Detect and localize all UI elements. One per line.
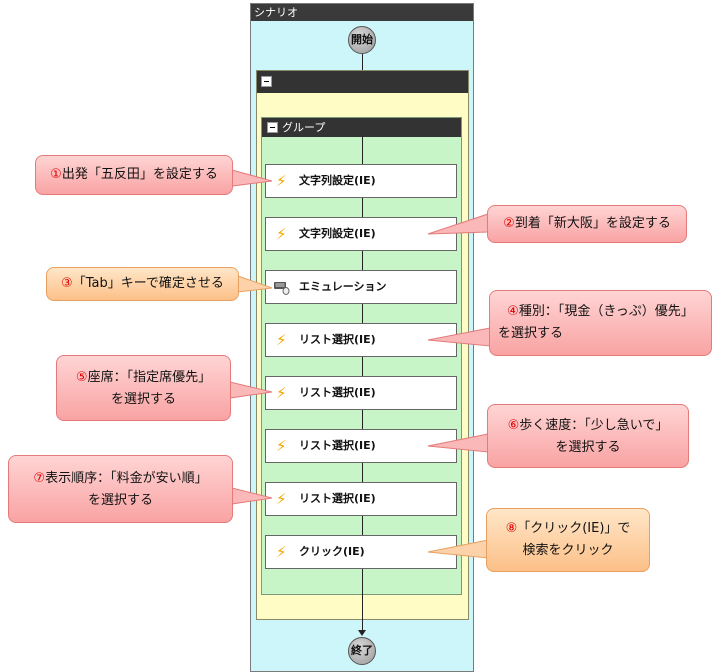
action-emulation[interactable]: エミュレーション (265, 270, 457, 304)
connector (362, 54, 363, 70)
callout-text-line2: を選択する (498, 326, 564, 341)
pointer-6 (427, 433, 489, 453)
action-click[interactable]: ⚡ クリック(IE) (265, 535, 457, 569)
pointer-1 (231, 169, 273, 187)
pointer-7 (231, 487, 273, 505)
action-label: リスト選択(IE) (299, 333, 376, 346)
action-label: 文字列設定(IE) (299, 174, 376, 187)
action-label: 文字列設定(IE) (299, 227, 376, 240)
keyboard-mouse-icon (274, 282, 290, 295)
callout-text-line2: を選択する (87, 493, 153, 508)
callout-8: ⑧「クリック(IE)」で 検索をクリック (486, 508, 650, 572)
outer-group-header (257, 71, 468, 93)
action-list-select-2[interactable]: ⚡ リスト選択(IE) (265, 376, 457, 410)
lightning-icon: ⚡ (276, 225, 287, 243)
callout-1: ①出発「五反田」を設定する (35, 155, 233, 195)
action-label: リスト選択(IE) (299, 492, 376, 505)
callout-text-line2: を選択する (555, 440, 621, 455)
callout-text-line1: 座席：「指定席優先」 (87, 370, 212, 385)
callout-number: ③ (61, 276, 73, 291)
callout-text-line1: 種別：「現金（きっぷ）優先」 (518, 304, 694, 319)
callout-number: ⑤ (75, 370, 88, 385)
callout-number: ⑦ (33, 471, 46, 486)
callout-text-line1: 表示順序：「料金が安い順」 (45, 471, 208, 486)
action-set-string-1[interactable]: ⚡ 文字列設定(IE) (265, 164, 457, 198)
arrow-icon (358, 630, 366, 636)
callout-text-line2: を選択する (110, 392, 176, 407)
action-list-select-1[interactable]: ⚡ リスト選択(IE) (265, 323, 457, 357)
pointer-8 (427, 539, 489, 559)
collapse-icon[interactable] (261, 76, 272, 87)
lightning-icon: ⚡ (276, 384, 287, 402)
connector (362, 251, 363, 270)
lightning-icon: ⚡ (276, 490, 287, 508)
connector (362, 304, 363, 323)
callout-number: ② (503, 216, 515, 231)
callout-2: ②到着「新大阪」を設定する (487, 205, 687, 243)
pointer-3 (237, 275, 273, 293)
pointer-2 (427, 213, 489, 235)
lightning-icon: ⚡ (276, 543, 287, 561)
callout-text: 到着「新大阪」を設定する (514, 216, 671, 231)
collapse-icon[interactable] (267, 122, 278, 133)
callout-text: 「Tab」キーで確定させる (72, 276, 224, 291)
pointer-5 (229, 381, 273, 399)
connector (362, 136, 363, 164)
action-label: クリック(IE) (299, 545, 365, 558)
pointer-4 (427, 327, 491, 347)
action-list-select-4[interactable]: ⚡ リスト選択(IE) (265, 482, 457, 516)
connector (362, 410, 363, 429)
callout-number: ④ (507, 304, 519, 319)
action-label: エミュレーション (299, 280, 387, 293)
callout-5: ⑤座席：「指定席優先」 を選択する (56, 355, 231, 421)
callout-number: ⑥ (507, 418, 520, 433)
callout-text: 出発「五反田」を設定する (61, 167, 218, 182)
callout-number: ⑧ (505, 521, 518, 536)
lightning-icon: ⚡ (276, 172, 287, 190)
callout-number: ① (50, 167, 62, 182)
group-title: グループ (282, 121, 326, 134)
action-list-select-3[interactable]: ⚡ リスト選択(IE) (265, 429, 457, 463)
connector (362, 463, 363, 482)
inner-group-header: グループ (262, 118, 461, 137)
start-node[interactable]: 開始 (348, 26, 376, 54)
connector (362, 516, 363, 535)
action-set-string-2[interactable]: ⚡ 文字列設定(IE) (265, 217, 457, 251)
connector (362, 569, 363, 631)
action-label: リスト選択(IE) (299, 439, 376, 452)
connector (362, 198, 363, 217)
scenario-title: シナリオ (251, 4, 473, 21)
callout-7: ⑦表示順序：「料金が安い順」 を選択する (8, 455, 233, 523)
callout-4: ④種別：「現金（きっぷ）優先」 を選択する (489, 290, 712, 356)
connector (362, 357, 363, 376)
end-node[interactable]: 終了 (348, 637, 376, 665)
callout-text-line2: 検索をクリック (522, 543, 614, 558)
lightning-icon: ⚡ (276, 331, 287, 349)
callout-6: ⑥歩く速度：「少し急いで」 を選択する (487, 404, 689, 468)
callout-3: ③「Tab」キーで確定させる (46, 267, 239, 301)
lightning-icon: ⚡ (276, 437, 287, 455)
callout-text-line1: 歩く速度：「少し急いで」 (519, 418, 669, 433)
callout-text-line1: 「クリック(IE)」で (517, 521, 631, 536)
action-label: リスト選択(IE) (299, 386, 376, 399)
